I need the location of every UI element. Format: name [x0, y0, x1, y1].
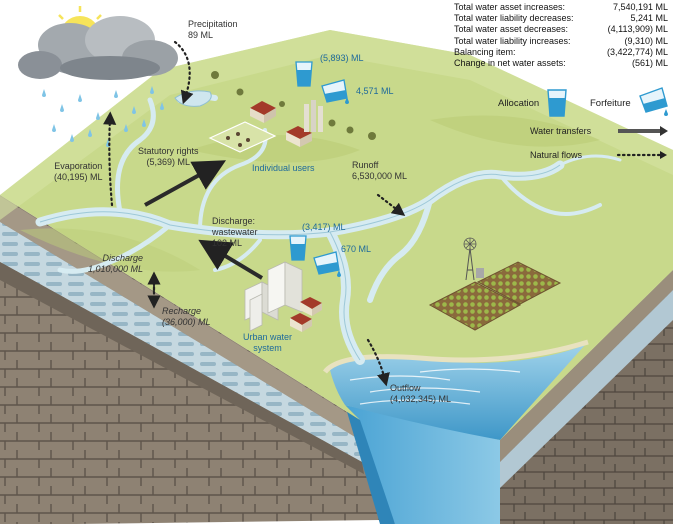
summary-label: Total water asset increases:: [454, 2, 566, 12]
legend-allocation-icon: [547, 89, 567, 117]
precipitation-arrow: [173, 40, 194, 105]
water-transfer-arrows: [144, 160, 264, 280]
statutory-rights-arrow: [144, 160, 227, 207]
legend-natural-flows-label: Natural flows: [530, 150, 583, 160]
river-network-edge: [39, 164, 561, 361]
forfeiture-glass-individual-icon: [321, 79, 349, 104]
wastewater-discharge-label: Discharge: wastewater 102 ML: [212, 216, 258, 249]
precipitation-title: Precipitation: [188, 19, 238, 29]
outflow-title: Outflow: [390, 383, 421, 393]
allocation-glass-individual-icon: [295, 61, 313, 87]
allocation-glass-urban-icon: [289, 235, 307, 261]
outflow-value: (4,032,345) ML: [390, 394, 452, 404]
wastewater-title-1: Discharge:: [212, 216, 256, 226]
urban-allocation-value: (3,417) ML: [302, 222, 346, 232]
recharge-title: Recharge: [162, 306, 202, 316]
summary-value: (3,422,774) ML: [606, 46, 668, 57]
runoff-label: Runoff 6,530,000 ML: [352, 160, 407, 182]
sea-surface: [330, 345, 585, 440]
wastewater-discharge-arrow: [198, 239, 264, 280]
groundwater-discharge-value: 1,010,000 ML: [88, 264, 144, 274]
summary-label: Balancing item:: [454, 46, 516, 57]
trees: [211, 71, 376, 140]
farm-buildings: [250, 100, 323, 147]
evaporation-value: (40,195) ML: [54, 172, 103, 182]
recharge-label: Recharge (36,000) ML: [162, 306, 211, 328]
summary-row: Total water asset increases: 7,540,191 ML: [454, 2, 668, 13]
water-account-summary: Total water asset increases: 7,540,191 ML…: [454, 2, 668, 69]
outflow-arrow: [366, 338, 390, 387]
groundwater-discharge-title: Discharge: [102, 253, 144, 263]
precipitation-label: Precipitation 89 ML: [188, 19, 238, 41]
forfeiture-glass-urban-icon: [313, 251, 341, 277]
summary-row: Total water liability increases: (9,310) …: [454, 36, 668, 47]
summary-label: Total water liability decreases:: [454, 13, 574, 24]
statutory-rights-title: Statutory rights: [138, 146, 199, 156]
runoff-value: 6,530,000 ML: [352, 171, 408, 181]
runoff-arrow: [376, 193, 406, 217]
summary-value: (9,310) ML: [624, 35, 668, 46]
summary-value: (561) ML: [631, 58, 668, 69]
windmill: [463, 237, 484, 281]
evaporation-label: Evaporation (40,195) ML: [54, 161, 103, 183]
legend-natural-flows-arrow: [616, 151, 667, 159]
precipitation-value: 89 ML: [188, 30, 214, 40]
evaporation-title: Evaporation: [54, 161, 103, 171]
raindrops: [42, 86, 164, 147]
urban-system-title-2: system: [253, 343, 282, 353]
paddock: [208, 121, 277, 153]
crop-fields: [428, 261, 562, 331]
urban-water-system-label: Urban water system: [243, 332, 292, 354]
urban-system-title-1: Urban water: [243, 332, 293, 342]
legend-forfeiture-label: Forfeiture: [590, 98, 631, 109]
summary-value: 7,540,191 ML: [612, 2, 668, 12]
legend-forfeiture-icon: [639, 87, 668, 116]
summary-row: Total water asset decreases: (4,113,909) …: [454, 24, 668, 35]
city-buildings: [244, 261, 322, 332]
legend-allocation-label: Allocation: [498, 98, 540, 109]
summary-row: Balancing item: (3,422,774) ML: [454, 47, 668, 58]
individual-forfeiture-value: 4,571 ML: [356, 86, 394, 96]
groundwater-discharge-label: Discharge 1,010,000 ML: [88, 253, 143, 275]
sea-front: [345, 405, 500, 524]
evaporation-arrow: [103, 111, 117, 207]
summary-label: Total water liability increases:: [454, 35, 571, 46]
individual-users-label: Individual users: [252, 163, 315, 173]
summary-value: (4,113,909) ML: [607, 24, 668, 35]
summary-value: 5,241 ML: [630, 13, 668, 24]
rain-cloud-icon: [18, 16, 178, 80]
individual-allocation-value: (5,893) ML: [320, 53, 364, 63]
right-strata-face: [500, 270, 673, 524]
legend-water-transfers-label: Water transfers: [530, 126, 592, 136]
legend-water-transfers-arrow: [618, 126, 668, 136]
statutory-rights-value: (5,369) ML: [146, 157, 191, 167]
statutory-rights-label: Statutory rights (5,369) ML: [138, 146, 199, 168]
summary-label: Total water asset decreases:: [454, 24, 569, 35]
wastewater-value: 102 ML: [212, 238, 243, 248]
recharge-value: (36,000) ML: [162, 317, 211, 327]
urban-forfeiture-value: 670 ML: [341, 244, 372, 254]
summary-row: Total water liability decreases: 5,241 ML: [454, 13, 668, 24]
summary-label: Change in net water assets:: [454, 58, 566, 69]
outflow-label: Outflow (4,032,345) ML: [390, 383, 451, 405]
natural-flow-arrows: [103, 40, 406, 387]
summary-row: Change in net water assets: (561) ML: [454, 58, 668, 69]
wastewater-title-2: wastewater: [212, 227, 258, 237]
runoff-title: Runoff: [352, 160, 379, 170]
